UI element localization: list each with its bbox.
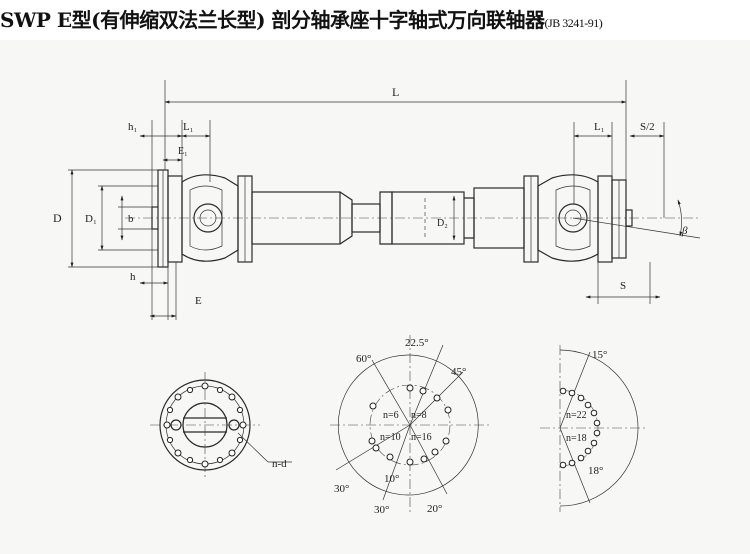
shaft-tube <box>251 191 341 245</box>
label-n-d: n-d <box>272 458 287 470</box>
angle-30-left: 30° <box>334 483 349 495</box>
dim-L: L <box>392 85 399 99</box>
angle-30-bottom: 30° <box>374 504 389 516</box>
title-standard: (JB 3241-91) <box>544 16 603 30</box>
angle-18: 18° <box>588 465 603 477</box>
angle-10: 10° <box>384 473 399 485</box>
half-hole-pattern-view: 15° n=22 n=18 18° <box>540 345 645 512</box>
label-n16: n=16 <box>411 432 432 443</box>
dim-S: S <box>620 280 626 292</box>
elevation-view: L h₁ L₁ E₁ D D₁ b <box>53 80 701 320</box>
dim-D: D <box>53 211 62 225</box>
label-n10: n=10 <box>380 432 401 443</box>
dim-E: E <box>195 295 202 307</box>
dim-L1-right: L₁ <box>594 121 605 133</box>
dim-h: h <box>130 271 136 283</box>
label-n18: n=18 <box>566 433 587 444</box>
label-n8: n=8 <box>411 410 427 421</box>
dim-D1: D₁ <box>85 213 97 225</box>
angle-15: 15° <box>592 349 607 361</box>
angle-20: 20° <box>427 503 442 515</box>
hole-pattern-view: 22.5° 60° 45° n=6 n=8 n=10 n=16 30° 10° … <box>330 335 490 516</box>
right-lug <box>228 419 240 431</box>
dim-b: b <box>128 213 134 225</box>
right-cross-bearing <box>558 203 588 233</box>
dim-S-half: S/2 <box>640 121 655 133</box>
title-main: SWP E型(有伸缩双法兰长型) 剖分轴承座十字轴式万向联轴器 <box>0 8 545 32</box>
spline-sleeve <box>391 191 465 245</box>
half-pattern-holes <box>559 387 601 469</box>
left-flange-hub <box>167 175 183 263</box>
dim-h1: h₁ <box>128 121 138 133</box>
angle-22-5: 22.5° <box>405 337 429 349</box>
dim-beta: β <box>681 225 688 237</box>
pattern-holes <box>368 384 452 466</box>
angle-45: 45° <box>451 366 466 378</box>
flange-face-view: n-d <box>150 372 292 478</box>
dim-D2: D₂ <box>437 218 448 229</box>
drawing-title: SWP E型(有伸缩双法兰长型) 剖分轴承座十字轴式万向联轴器(JB 3241-… <box>0 4 603 33</box>
left-lug <box>170 419 182 431</box>
dim-L1-left: L₁ <box>183 121 194 133</box>
title-bar: SWP E型(有伸缩双法兰长型) 剖分轴承座十字轴式万向联轴器(JB 3241-… <box>0 0 750 40</box>
flange-bolt-holes <box>163 382 247 468</box>
angle-60: 60° <box>356 353 371 365</box>
dim-E1: E₁ <box>178 146 188 157</box>
label-n22: n=22 <box>566 410 587 421</box>
label-n6: n=6 <box>383 410 399 421</box>
left-cross-bearing <box>193 203 223 233</box>
